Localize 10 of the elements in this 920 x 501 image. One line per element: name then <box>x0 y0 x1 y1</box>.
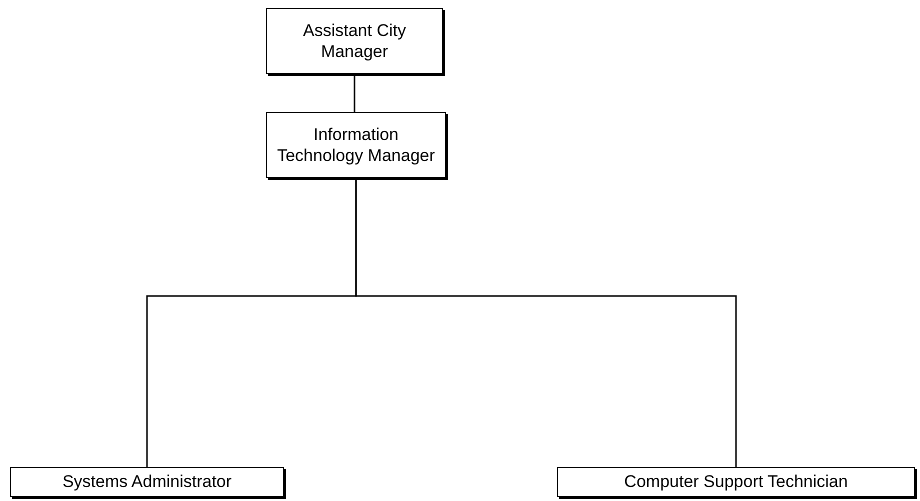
position-title: Information Technology Manager <box>276 124 436 166</box>
position-title: Systems Administrator <box>61 471 233 493</box>
connector-line <box>354 76 356 112</box>
position-title: Computer Support Technician <box>623 471 849 493</box>
position-box <box>266 112 446 178</box>
connector-line <box>355 180 737 467</box>
position-title: Assistant City Manager <box>302 20 407 62</box>
position-box <box>557 467 915 497</box>
position-box <box>266 8 443 74</box>
position-box <box>10 467 284 497</box>
